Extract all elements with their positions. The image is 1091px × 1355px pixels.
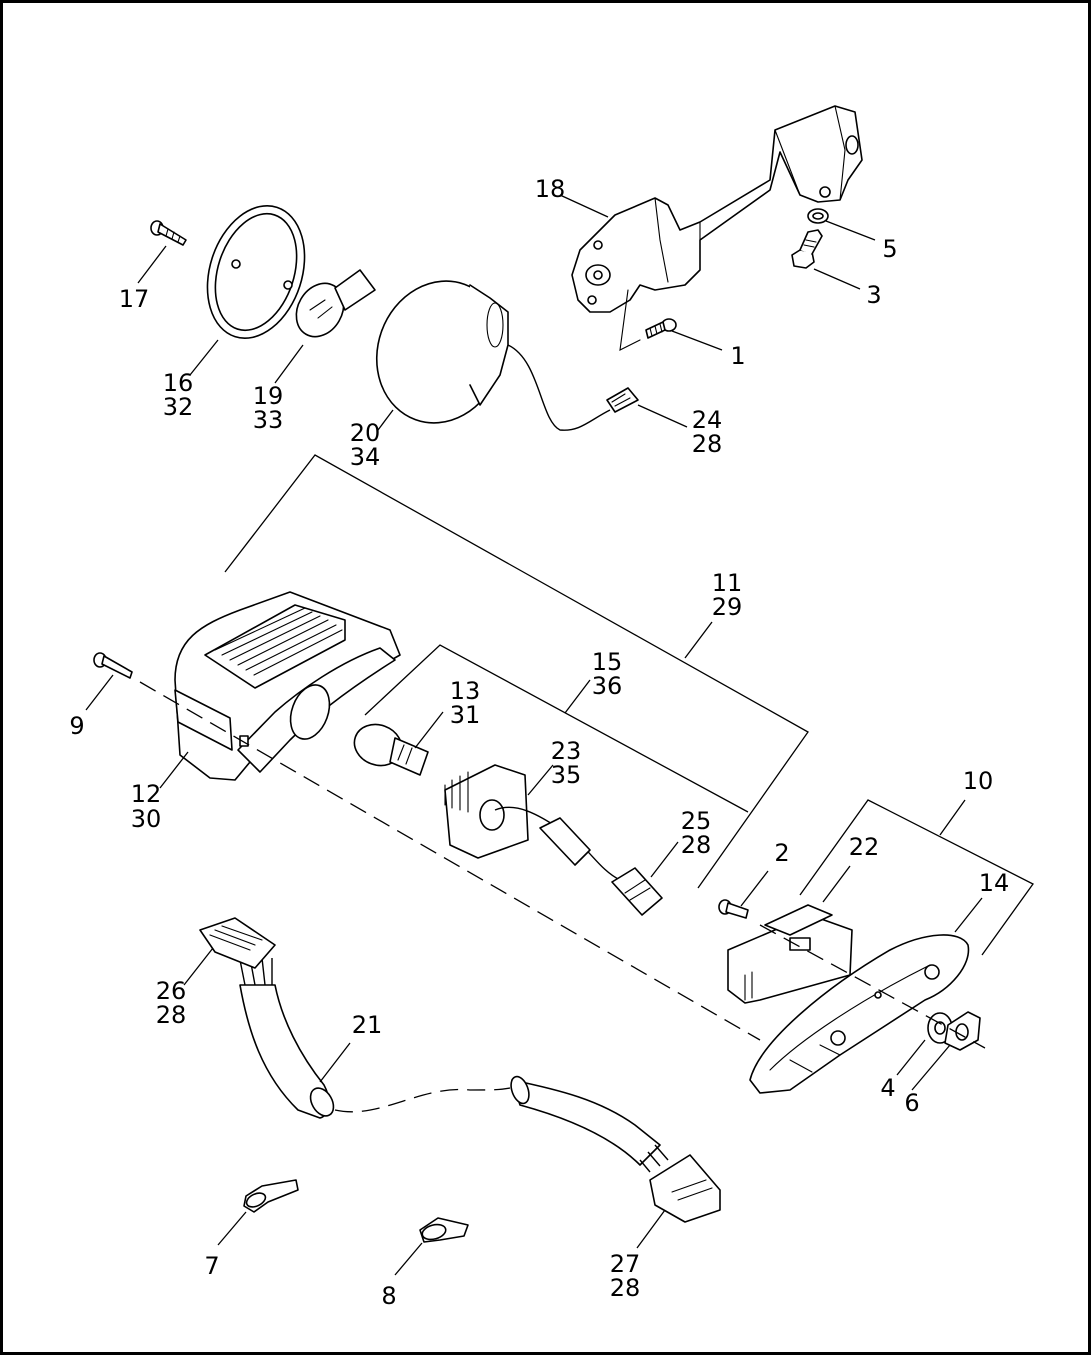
callout-27-28: 28 <box>610 1274 641 1302</box>
callout-31: 31 <box>450 701 481 729</box>
taillight-housing <box>174 591 401 781</box>
clip-8 <box>419 1217 469 1243</box>
callout-12: 12 <box>131 780 162 808</box>
leader-lines <box>85 194 983 1276</box>
callout-19: 19 <box>253 382 284 410</box>
callout-14: 14 <box>979 869 1010 897</box>
callout-8: 8 <box>381 1282 396 1310</box>
callout-30: 30 <box>131 805 162 833</box>
callout-9: 9 <box>69 712 84 740</box>
lock-washer-5 <box>807 208 829 224</box>
license-lamp-22 <box>727 904 853 1004</box>
callout-21: 21 <box>352 1011 383 1039</box>
callout-26-28: 28 <box>156 1001 187 1029</box>
mounting-bracket <box>571 105 863 351</box>
callout-22: 22 <box>849 833 880 861</box>
callout-35: 35 <box>551 761 582 789</box>
callout-18: 18 <box>535 175 566 203</box>
callout-15: 15 <box>592 648 623 676</box>
callout-36: 36 <box>592 672 623 700</box>
callout-32: 32 <box>163 393 194 421</box>
callout-7: 7 <box>204 1252 219 1280</box>
callout-23: 23 <box>551 737 582 765</box>
callout-25-28: 28 <box>681 831 712 859</box>
wire-harness-21 <box>199 917 721 1223</box>
screw-17 <box>150 220 187 246</box>
callout-26: 26 <box>156 977 187 1005</box>
callout-6: 6 <box>904 1089 919 1117</box>
screw-2 <box>718 899 749 919</box>
callout-11: 11 <box>712 569 743 597</box>
callout-2: 2 <box>774 839 789 867</box>
callout-4: 4 <box>880 1074 895 1102</box>
callout-25: 25 <box>681 807 712 835</box>
callout-16: 16 <box>163 369 194 397</box>
callout-29: 29 <box>712 593 743 621</box>
bulb-19 <box>295 269 376 338</box>
callout-labels: 1 2 3 4 5 6 7 8 9 10 11 29 12 30 13 31 1… <box>69 175 1009 1310</box>
lens-axis-line <box>759 924 986 1049</box>
bolt-3 <box>791 229 823 269</box>
lens-ring-16 <box>206 204 306 340</box>
lens-14 <box>749 934 970 1094</box>
nut-6 <box>944 1011 981 1051</box>
callout-27: 27 <box>610 1250 641 1278</box>
assembly-bracket-10 <box>799 799 1034 956</box>
screw-9 <box>93 652 133 679</box>
assembly-axis-line <box>139 681 761 1041</box>
callout-20: 20 <box>350 419 381 447</box>
exploded-parts-diagram: 1 2 3 4 5 6 7 8 9 10 11 29 12 30 13 31 1… <box>69 105 1034 1310</box>
callout-24-28: 28 <box>692 430 723 458</box>
callout-5: 5 <box>882 235 897 263</box>
screw-1 <box>645 318 677 339</box>
callout-10: 10 <box>963 767 994 795</box>
lamp-housing <box>375 280 639 431</box>
callout-13: 13 <box>450 677 481 705</box>
assembly-bracket-15 <box>364 644 749 813</box>
assembly-bracket-11 <box>224 454 809 889</box>
clip-7 <box>243 1179 299 1213</box>
bulb-13 <box>353 723 429 776</box>
callout-17: 17 <box>119 285 150 313</box>
callout-24: 24 <box>692 406 723 434</box>
callout-34: 34 <box>350 443 381 471</box>
callout-1: 1 <box>730 342 745 370</box>
callout-33: 33 <box>253 406 284 434</box>
callout-3: 3 <box>866 281 881 309</box>
socket-23 <box>444 764 663 916</box>
